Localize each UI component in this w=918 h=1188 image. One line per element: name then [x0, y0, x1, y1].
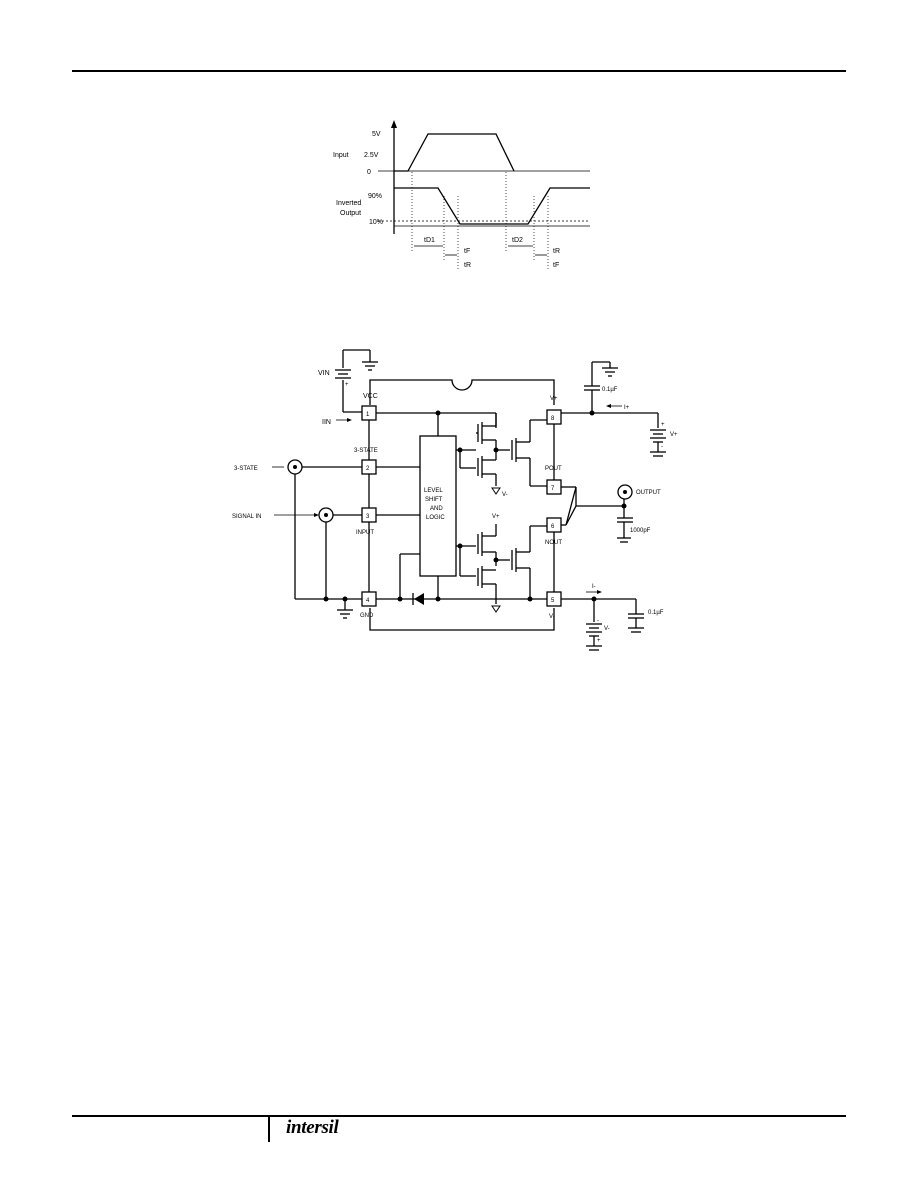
label-0v: 0: [367, 169, 371, 176]
junction: [323, 596, 329, 602]
label-td2: tD2: [512, 237, 523, 244]
pin-4-number: 4: [366, 598, 370, 604]
junction: [457, 447, 463, 453]
header-rule: [72, 70, 846, 72]
label-5v: 5V: [372, 131, 381, 138]
iminus-arrow-head: [597, 590, 602, 594]
junction: [493, 557, 499, 563]
tristate-source-icon: [293, 465, 297, 469]
label-tf-right: tF: [553, 262, 559, 269]
label-vcc: VCC: [363, 393, 378, 400]
pin-6-number: 6: [551, 524, 555, 530]
label-iin: IIN: [322, 419, 331, 426]
label-vminus-pin: V-: [549, 614, 555, 620]
label-10pct: 10%: [369, 219, 383, 226]
pin-1-number: 1: [366, 412, 370, 418]
label-input-pin: INPUT: [356, 530, 374, 536]
footer-rule: [72, 1115, 846, 1117]
junction: [397, 596, 403, 602]
package-outline-bottom: [369, 608, 555, 631]
label-td1: tD1: [424, 237, 435, 244]
input-waveform: [394, 133, 515, 172]
label-vplus-supply: V+: [670, 432, 678, 438]
footer-divider: [268, 1116, 270, 1142]
label-2-5v: 2.5V: [364, 152, 379, 159]
test-circuit: + VIN VCC IIN 1 2 3 4 3-STATE INPUT GND …: [232, 349, 678, 651]
pin-7-number: 7: [551, 486, 555, 492]
label-vin: VIN: [318, 370, 330, 377]
junction: [621, 503, 627, 509]
label-vminus-supply: V-: [604, 626, 610, 632]
logic-label-2: SHIFT: [425, 497, 443, 503]
output-waveform: [394, 187, 590, 225]
output-connector-icon: [623, 490, 627, 494]
signal-source-icon: [324, 513, 328, 517]
junction: [457, 543, 463, 549]
label-tr-right: tR: [553, 248, 560, 255]
vminus-plus-sign: +: [597, 638, 601, 644]
iplus-arrow-head: [606, 404, 611, 408]
label-tr-left: tR: [464, 262, 471, 269]
diode-icon: [414, 593, 424, 605]
label-cap-top: 0.1µF: [602, 387, 618, 393]
junction: [435, 410, 441, 416]
label-signal-in: SIGNAL IN: [232, 514, 261, 520]
vin-plus-sign: +: [345, 382, 349, 388]
label-iminus: I-: [592, 584, 596, 590]
junction: [435, 596, 441, 602]
label-3state-pin: 3-STATE: [354, 448, 378, 454]
label-output: Output: [340, 210, 361, 217]
label-vplus-pin: V+: [550, 396, 558, 402]
pin-3-number: 3: [366, 514, 370, 520]
logic-label-3: AND: [430, 506, 443, 512]
iin-arrow-head: [347, 418, 352, 422]
label-gnd-pin: GND: [360, 613, 374, 619]
label-input: Input: [333, 152, 349, 159]
junction: [493, 447, 499, 453]
vminus-minus-sign: -: [597, 618, 599, 624]
label-90pct: 90%: [368, 193, 382, 200]
label-vminus-small: V-: [502, 492, 508, 498]
logic-label-1: LEVEL: [424, 488, 443, 494]
pin-5-number: 5: [551, 598, 555, 604]
junction: [527, 596, 533, 602]
timing-y-axis-arrow: [391, 120, 397, 128]
vplus-plus-sign: +: [661, 422, 665, 428]
label-3state-source: 3-STATE: [234, 466, 258, 472]
label-iplus: I+: [624, 405, 630, 411]
wire: [565, 505, 577, 526]
package-outline-top: [369, 379, 555, 405]
label-load-cap: 1000pF: [630, 528, 651, 534]
vplus-minus-sign: -: [661, 444, 663, 450]
timing-diagram: 5V Input 2.5V 0 90% Inverted Output 10% …: [333, 120, 590, 270]
label-cap-bottom: 0.1µF: [648, 610, 664, 616]
label-vplus-small-mid: V+: [492, 514, 500, 520]
vminus-ground-icon: [491, 487, 501, 495]
wire: [565, 486, 577, 526]
label-inverted: Inverted: [336, 200, 361, 207]
label-tf-left: tF: [464, 248, 470, 255]
intersil-logo: intersil: [286, 1117, 339, 1138]
logic-label-4: LOGIC: [426, 515, 445, 521]
pin-2-number: 2: [366, 466, 370, 472]
vminus-ground-icon: [491, 605, 501, 613]
pin-8-number: 8: [551, 416, 555, 422]
label-output: OUTPUT: [636, 490, 661, 496]
signal-in-arrow-head: [314, 513, 319, 517]
